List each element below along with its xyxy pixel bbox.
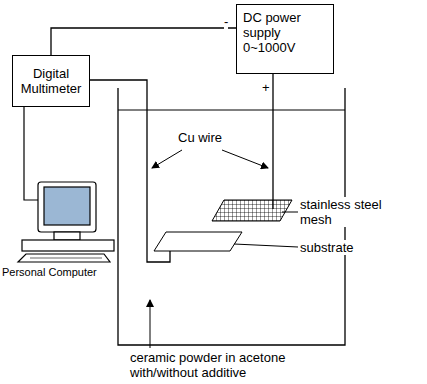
part-label: + (262, 80, 270, 95)
leader-arrow (150, 300, 151, 348)
substrate-plate (154, 232, 242, 251)
meter-box: Digital Multimeter (12, 55, 90, 107)
pc-cable (24, 107, 38, 200)
power-supply-box: DC power supply 0~1000V (236, 4, 334, 74)
part-label: stainless steel mesh (300, 197, 392, 227)
part-label: - (224, 14, 228, 29)
box-text: DC power supply 0~1000V (243, 10, 327, 55)
cu-wire-right (272, 74, 273, 209)
leader-line (234, 244, 298, 247)
computer-icon (18, 182, 114, 262)
part-label: Cu wire (178, 130, 222, 145)
part-label: Personal Computer (2, 265, 97, 280)
steel-mesh (212, 200, 292, 221)
part-label: substrate (300, 240, 353, 255)
box-text: Digital Multimeter (19, 66, 83, 96)
leader-arrow (222, 150, 268, 168)
liquid-level (118, 110, 345, 111)
leader-line (282, 212, 298, 213)
wire (51, 28, 236, 55)
wire-line (51, 28, 236, 55)
part-label: ceramic powder in acetone with/without a… (130, 350, 310, 380)
leader-arrow (152, 150, 182, 168)
cu-wire-left (90, 80, 170, 262)
